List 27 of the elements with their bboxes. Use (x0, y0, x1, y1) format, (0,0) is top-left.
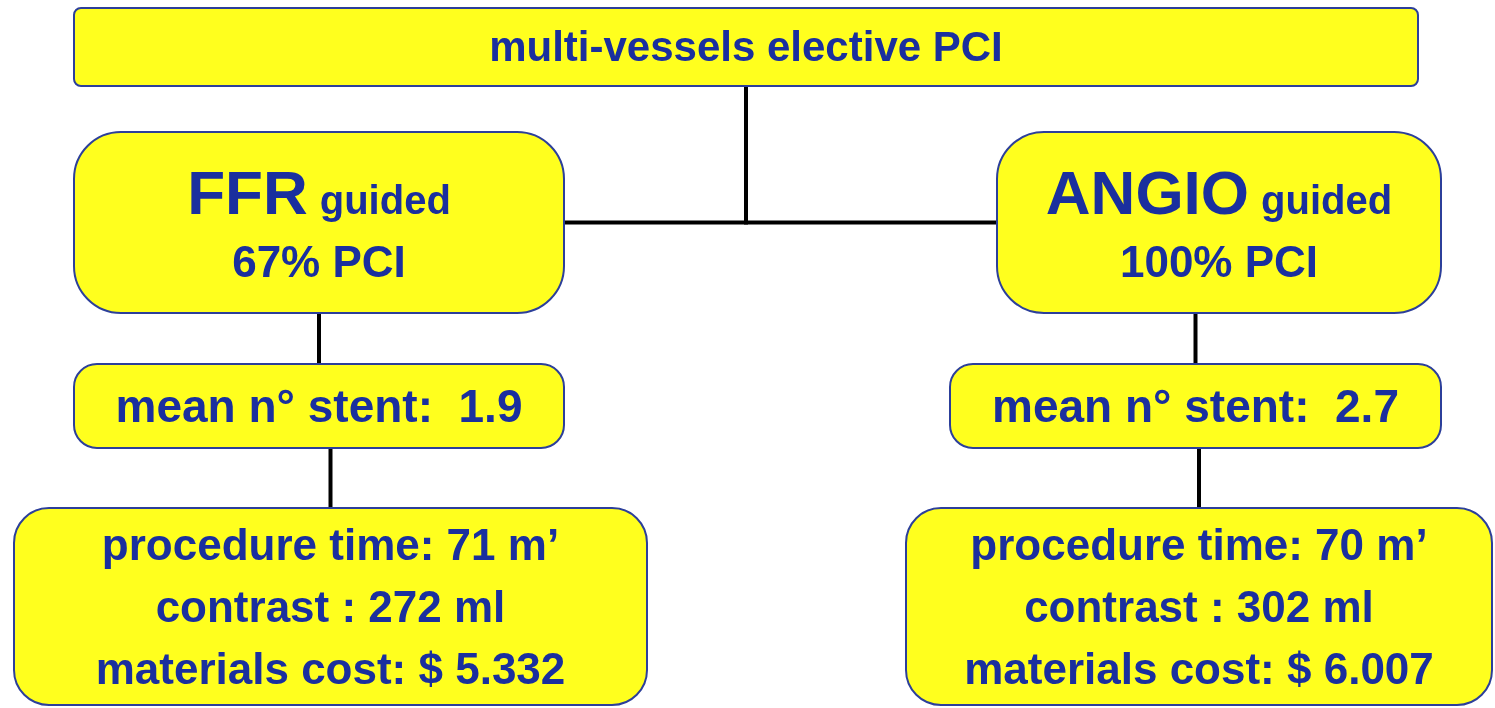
stent-box (73, 363, 565, 449)
result-line: contrast : 302 ml (1024, 580, 1374, 633)
connector-line (1193, 314, 1198, 363)
stent-count: mean n° stent: 2.7 (992, 383, 1399, 429)
method-qualifier: guided (1261, 179, 1393, 220)
result-line: materials cost: $ 6.007 (964, 642, 1434, 695)
strategy-box (73, 131, 565, 314)
connector-line (1197, 449, 1201, 507)
result-line: procedure time: 70 m’ (970, 518, 1428, 571)
stent-count: mean n° stent: 1.9 (115, 383, 523, 429)
method-qualifier: guided (319, 179, 451, 220)
strategy-box (996, 131, 1442, 314)
connector-line (328, 449, 333, 507)
results-box (905, 507, 1493, 706)
title-box (73, 7, 1419, 87)
result-line: procedure time: 71 m’ (101, 518, 560, 571)
result-line: materials cost: $ 5.332 (95, 642, 566, 695)
pci-rate: 100% PCI (1119, 239, 1319, 284)
method-name: ANGIO (1045, 161, 1250, 224)
pci-rate: 67% PCI (232, 239, 406, 284)
title-text: multi-vessels elective PCI (489, 26, 1003, 68)
connector-line (744, 87, 996, 225)
connector-line (317, 314, 321, 363)
results-box (13, 507, 648, 706)
result-line: contrast : 272 ml (155, 580, 506, 633)
method-name: FFR (187, 161, 308, 224)
stent-box (949, 363, 1442, 449)
